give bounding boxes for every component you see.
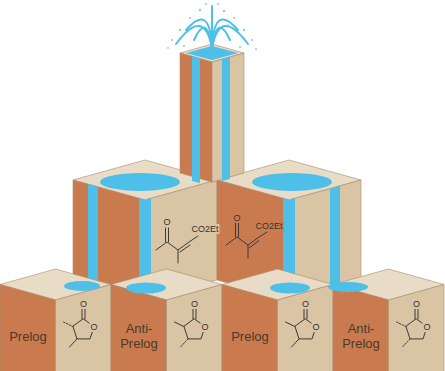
water-pool	[100, 173, 180, 191]
water-stream	[222, 57, 230, 181]
water-puddle	[64, 281, 368, 294]
atom-label: O	[311, 322, 320, 332]
atom-label: O	[422, 322, 431, 332]
atom-label: O	[162, 217, 171, 227]
selectivity-label: Prelog	[9, 329, 47, 344]
cube-label-box: Prelog	[224, 312, 276, 360]
water-stream	[330, 186, 340, 292]
cube-label-box: Anti-Prelog	[335, 312, 387, 360]
atom-label: O	[79, 299, 88, 309]
selectivity-label: Anti-Prelog	[113, 321, 165, 351]
selectivity-label: Prelog	[231, 329, 269, 344]
atom-label: O	[232, 213, 241, 223]
spray-drops	[167, 3, 257, 50]
water-stream	[192, 56, 200, 183]
atom-label: O	[412, 299, 421, 309]
selectivity-label: Anti-Prelog	[335, 321, 387, 351]
cube-label-box: Prelog	[2, 312, 54, 360]
fountain-spray	[176, 6, 248, 48]
atom-label: O	[89, 322, 98, 332]
pillar-face	[212, 53, 244, 182]
atom-label: O	[190, 299, 199, 309]
cube-label-box: Anti-Prelog	[113, 312, 165, 360]
atom-label: O	[200, 322, 209, 332]
atom-label: CO2Et	[254, 221, 283, 231]
pillar-face	[180, 53, 212, 182]
atom-label: O	[301, 299, 310, 309]
atom-label: CO2Et	[190, 224, 219, 234]
water-stream	[88, 184, 98, 292]
water-pool	[252, 173, 332, 191]
